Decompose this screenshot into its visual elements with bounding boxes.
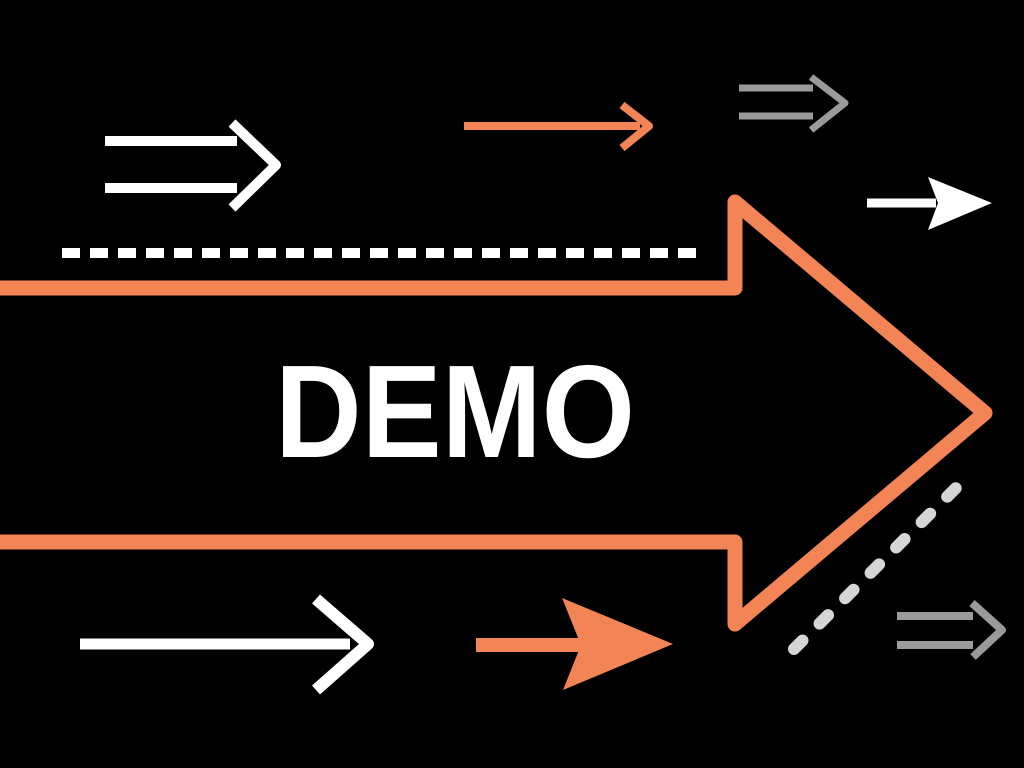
- white-outline-arrow-chevron: [228, 119, 281, 212]
- white-chevron-arrow-head: [312, 594, 374, 695]
- white-dart-arrow-head: [928, 177, 992, 230]
- white-chevron-arrow-icon: [80, 594, 374, 695]
- orange-dart-arrow-icon: [476, 598, 673, 690]
- orange-line-arrow-icon: [464, 101, 653, 152]
- gray-outline-arrow-bottom-icon: [897, 600, 1006, 660]
- big-demo-arrow-outline: [0, 194, 993, 632]
- orange-line-arrow-chevron: [619, 101, 653, 152]
- gray-outline-arrow-chevron: [808, 74, 849, 133]
- gray-dashed-diagonal-line: [788, 469, 975, 655]
- gray-outline-arrow-top-icon: [739, 74, 849, 133]
- orange-dart-arrow-head: [562, 598, 673, 690]
- white-outline-arrow-icon: [105, 119, 281, 212]
- demo-label: DEMO: [275, 338, 635, 485]
- white-dart-arrow-icon: [867, 177, 992, 230]
- gray-outline-arrow-bottom-chevron: [969, 600, 1006, 660]
